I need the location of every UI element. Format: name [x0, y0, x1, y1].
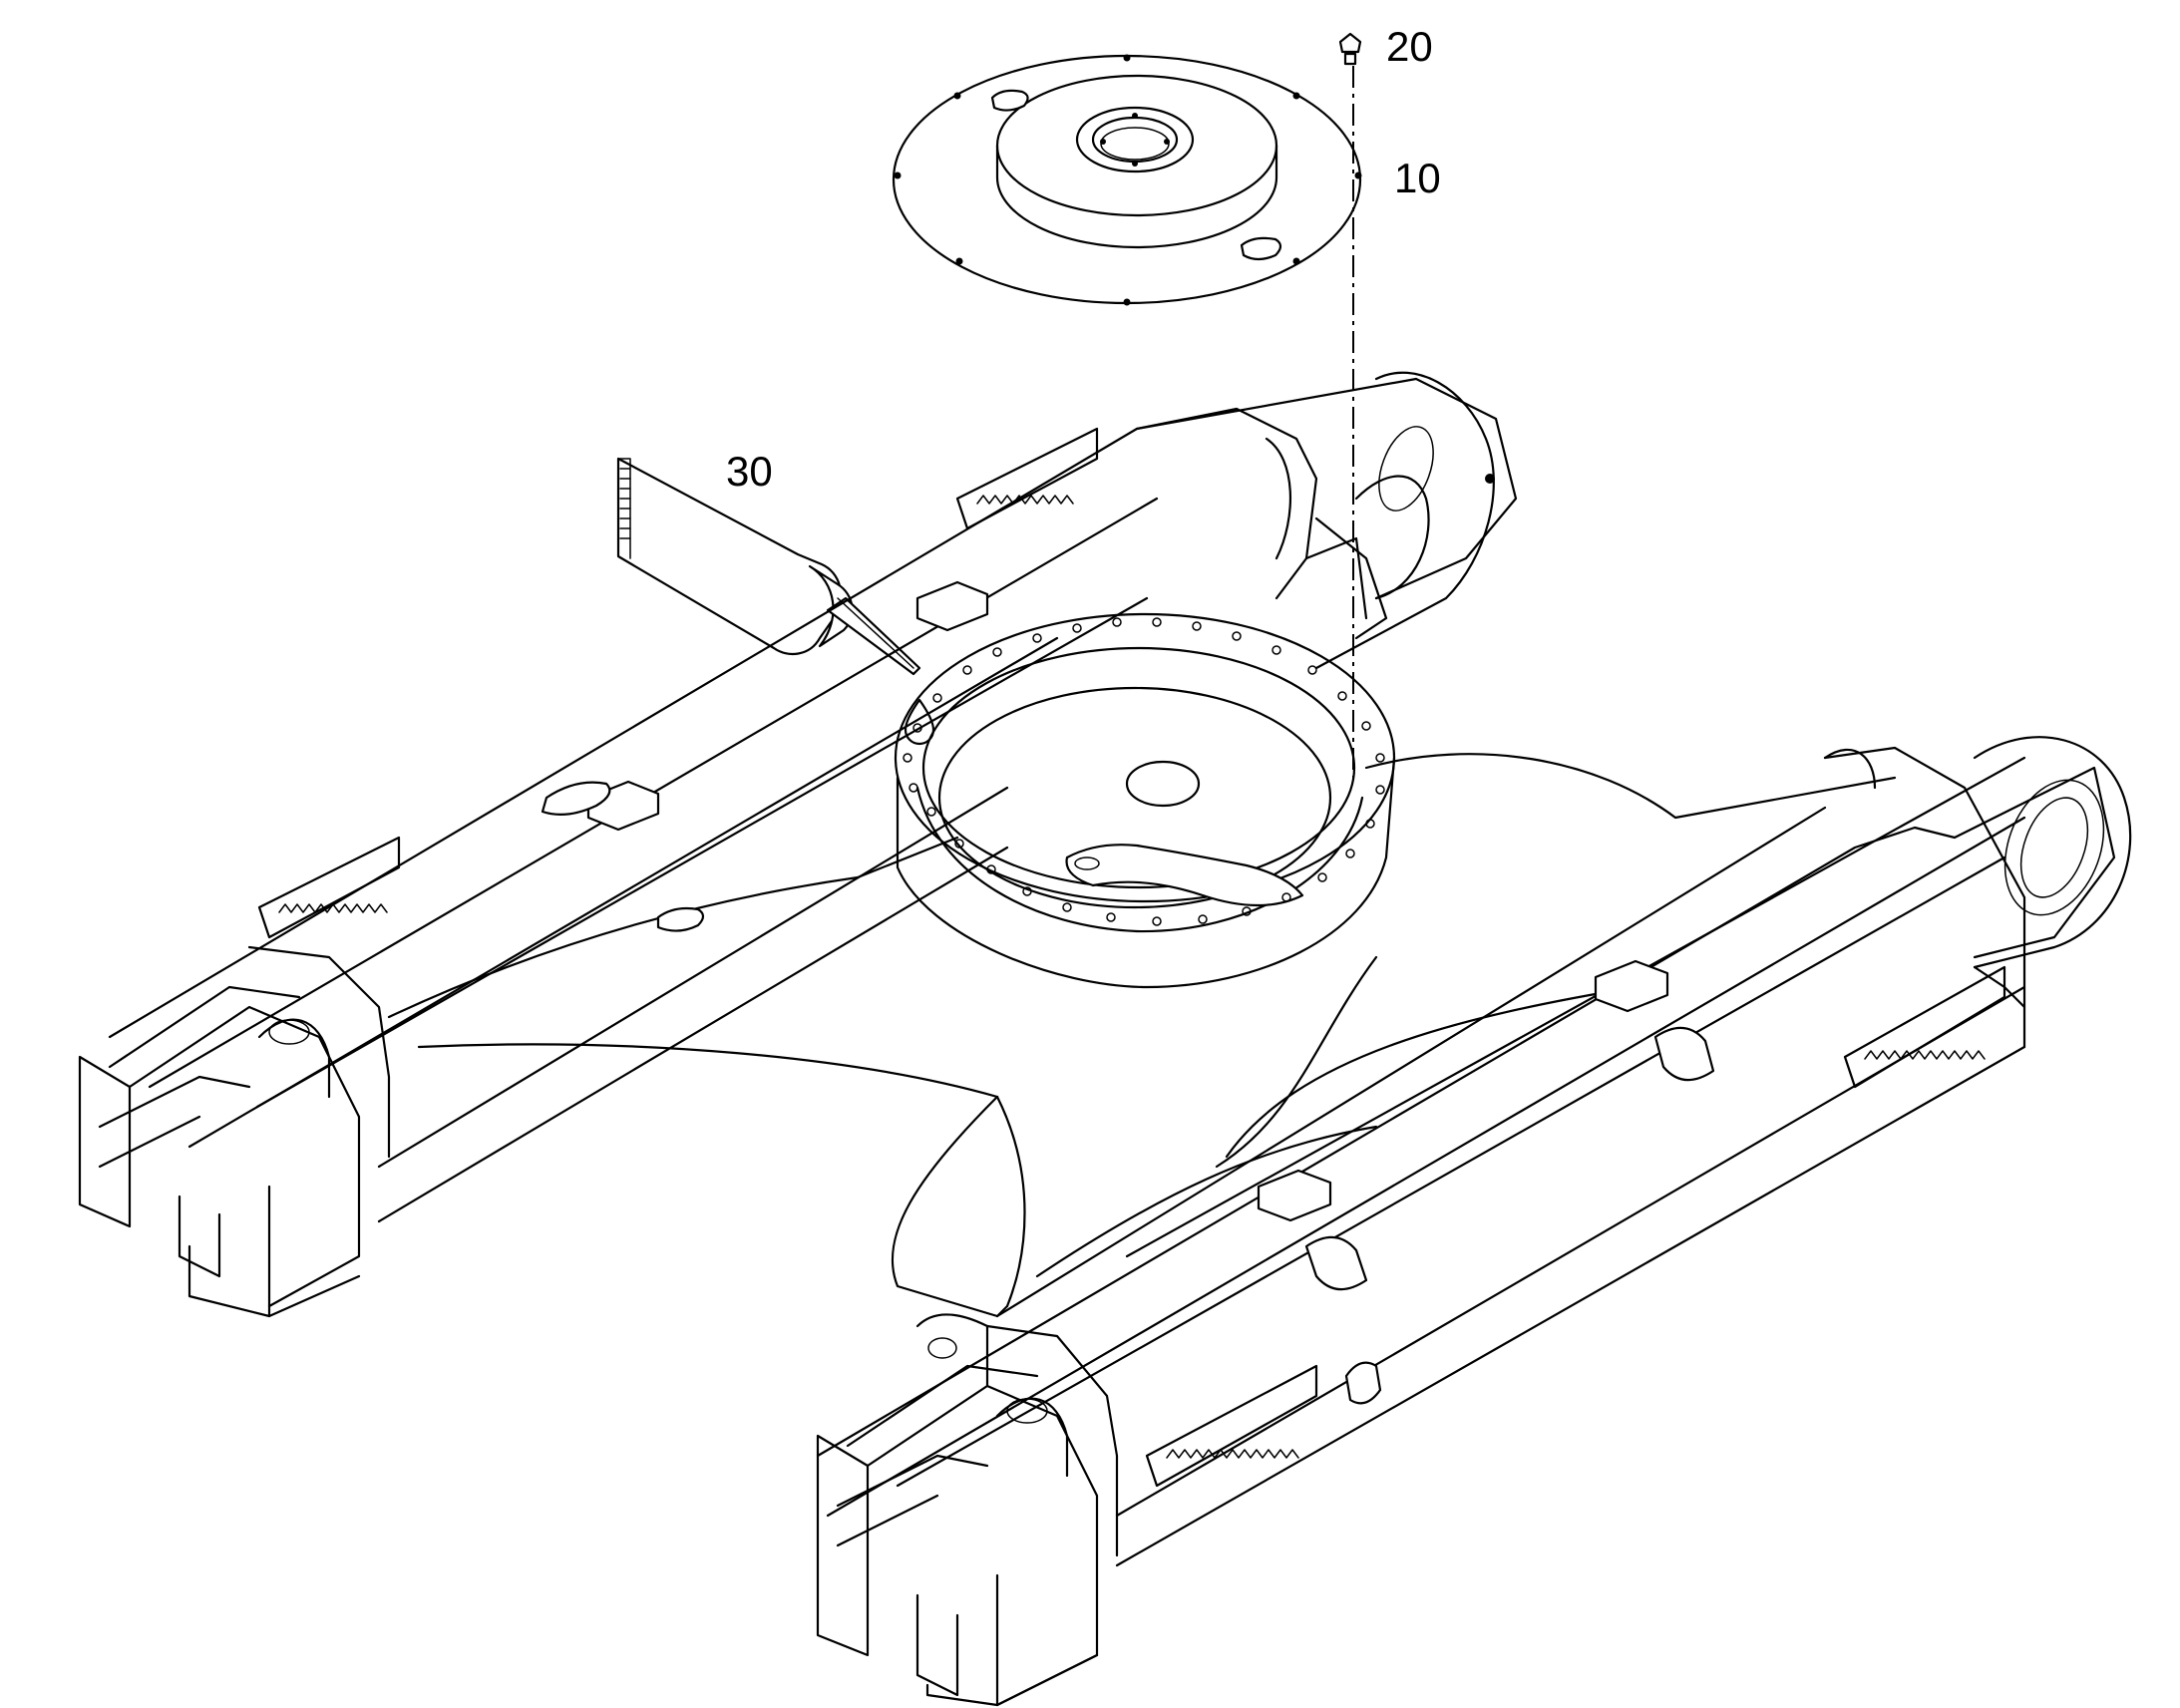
- callout-seal-cover: 10: [1394, 155, 1441, 201]
- seal-cover-plate: [892, 54, 1362, 306]
- ring-bolt-holes: [903, 617, 1385, 926]
- undercarriage-frame: [78, 371, 2132, 1707]
- sealant-tube-icon: [616, 457, 935, 746]
- callout-sealant-tube: 30: [726, 448, 773, 495]
- callout-bolt: 20: [1386, 23, 1433, 70]
- bolt-icon: [1338, 32, 1362, 66]
